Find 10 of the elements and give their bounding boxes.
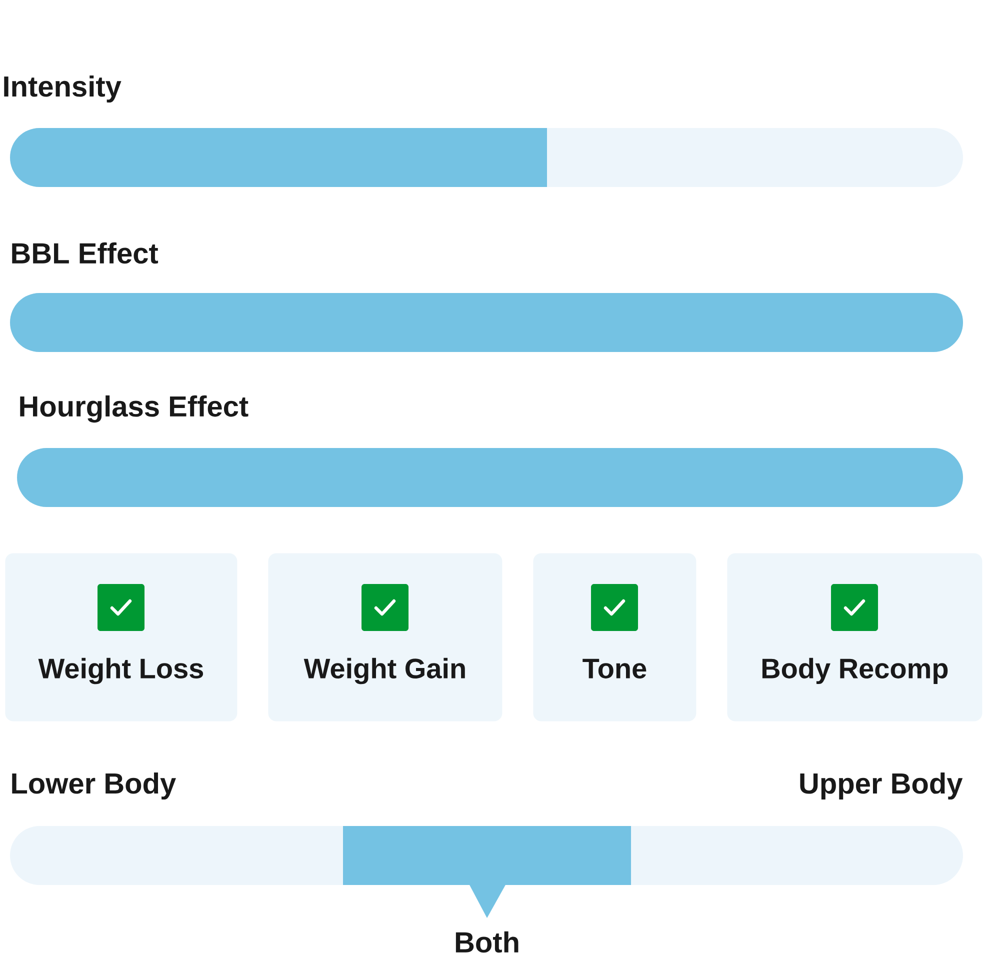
label: Both: [456, 931, 518, 953]
option-card: Tone: [533, 553, 696, 722]
option-card: Weight Loss: [5, 553, 238, 722]
label: BBL Effect: [12, 242, 158, 264]
label: Intensity: [4, 75, 122, 103]
option-card: Weight Gain: [268, 553, 502, 722]
label: Hourglass Effect: [20, 395, 248, 423]
option-card: Body Recomp: [727, 553, 982, 722]
label: Upper Body: [800, 772, 963, 800]
label: Lower Body: [12, 772, 176, 800]
